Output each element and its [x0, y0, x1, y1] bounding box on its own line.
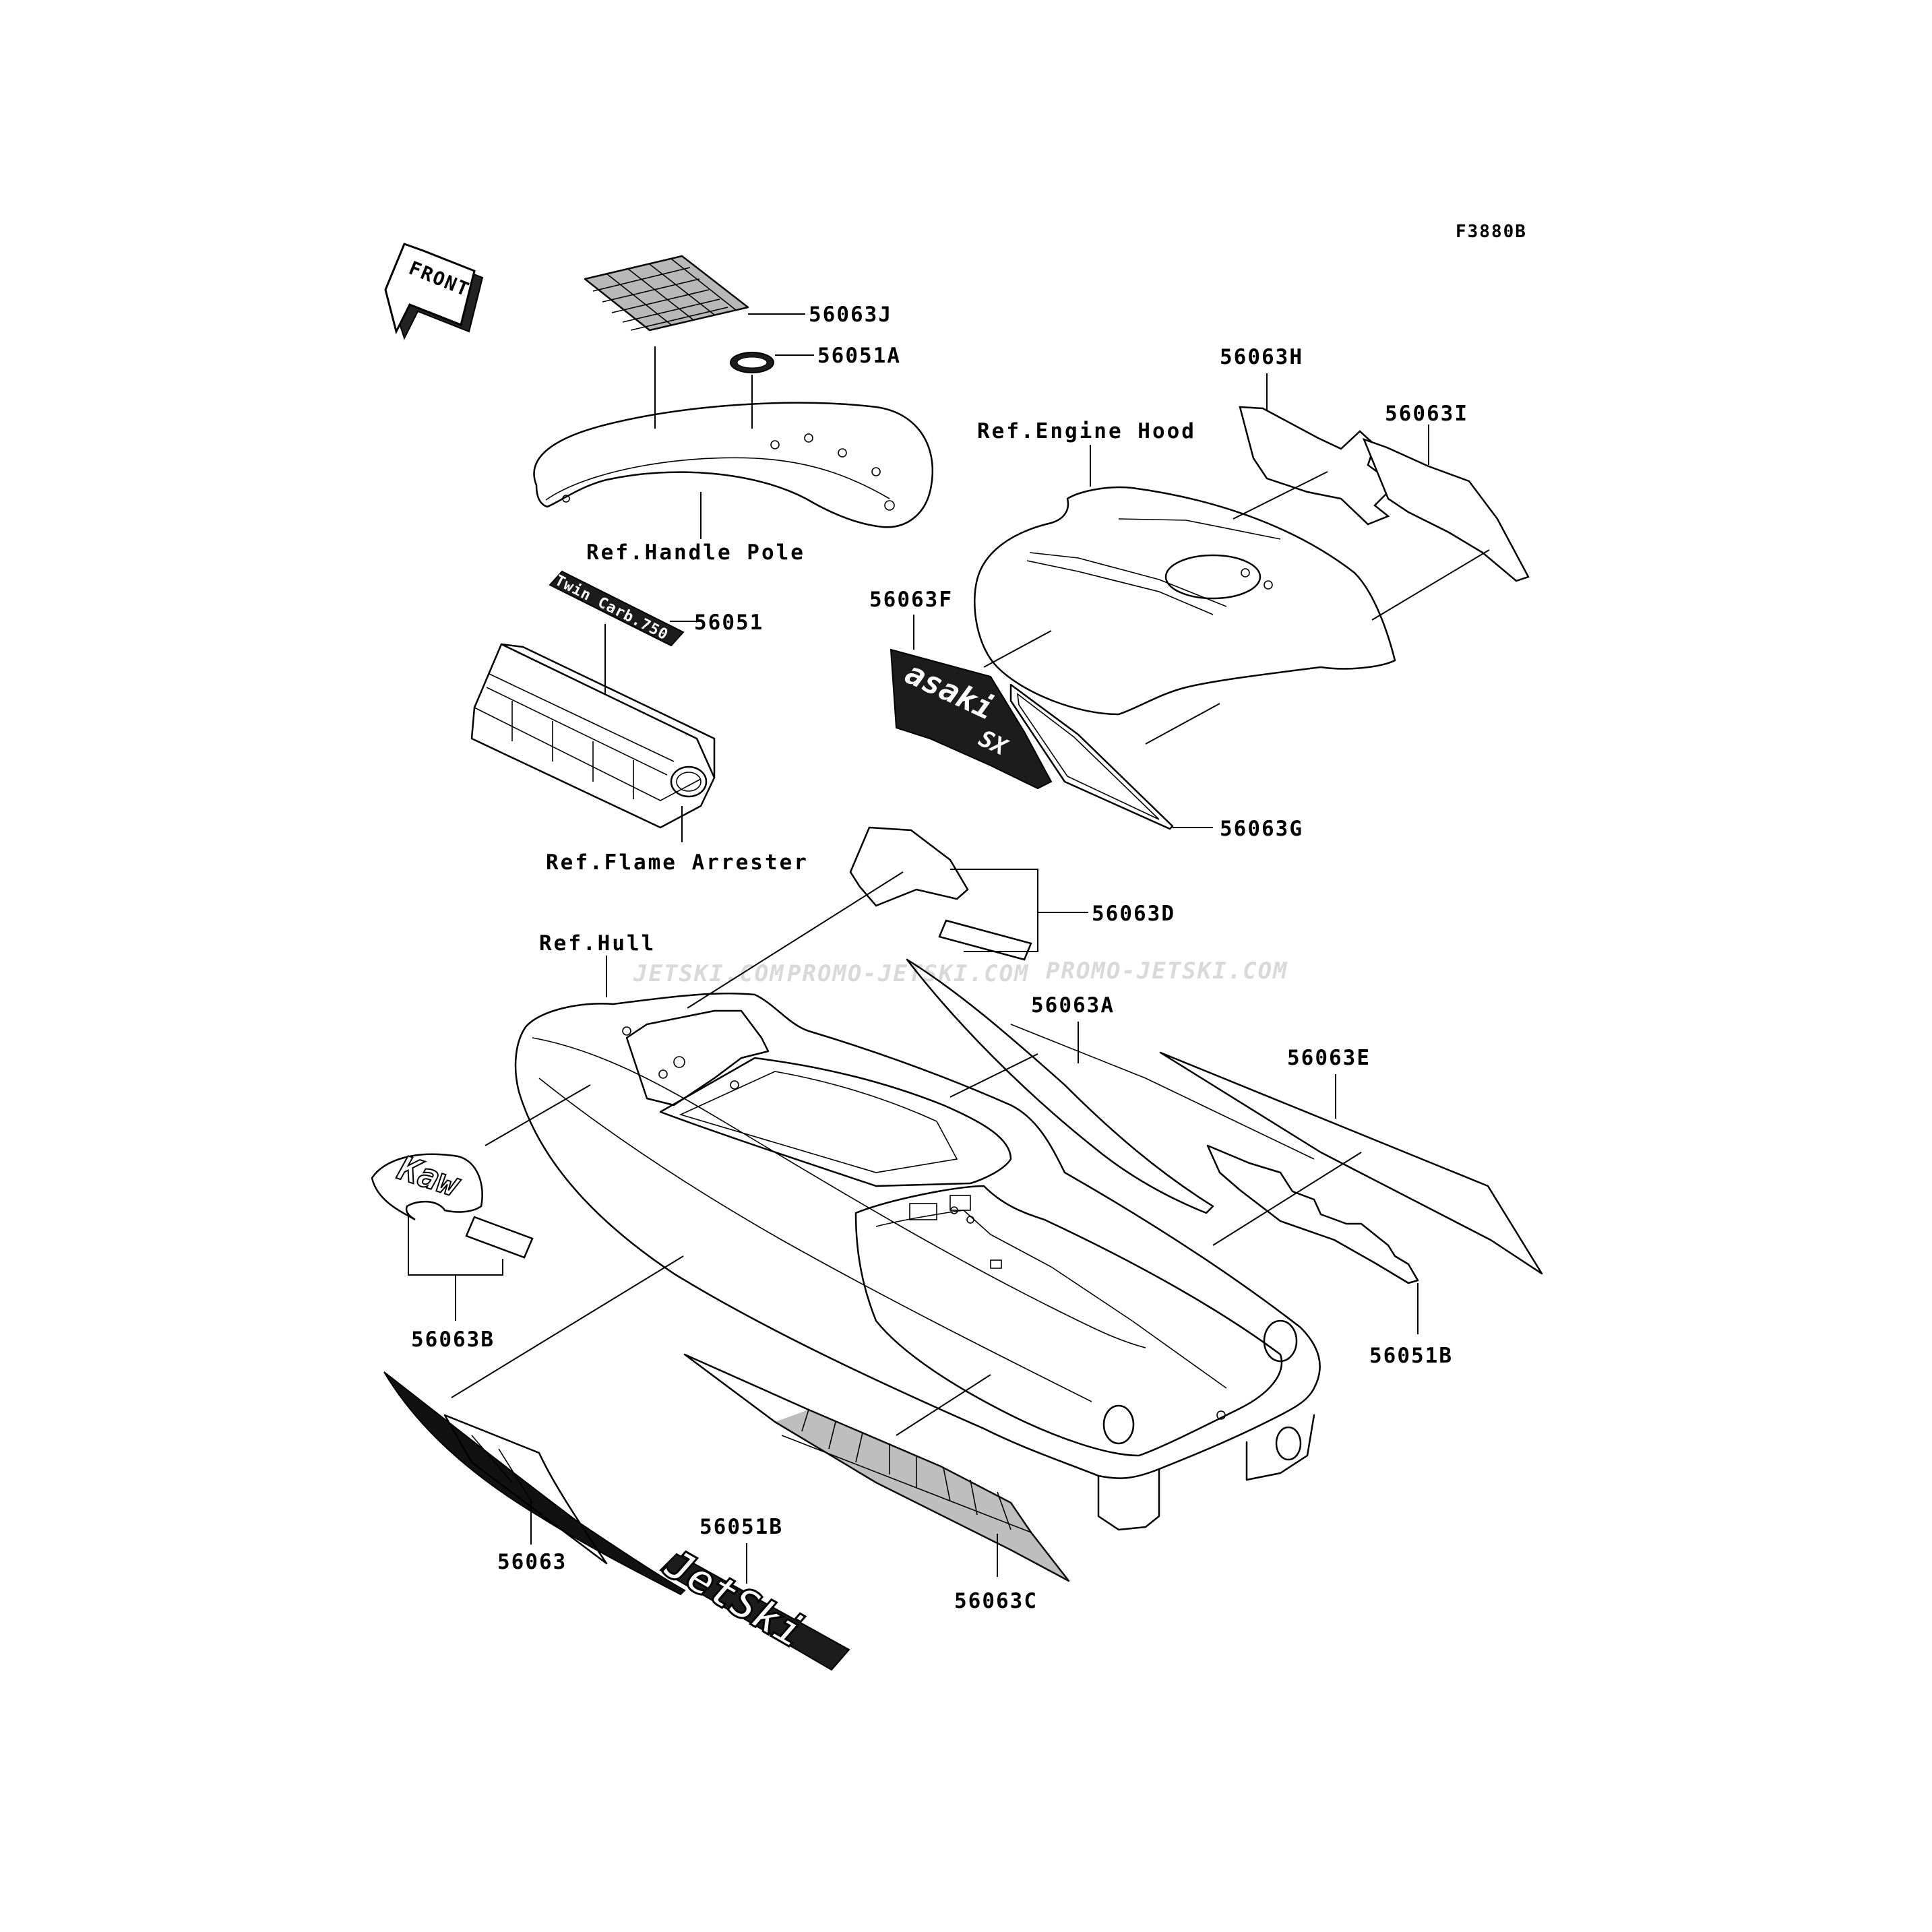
part-56063C[interactable]: 56063C	[954, 1589, 1038, 1613]
ref-handle-pole: Ref.Handle Pole	[586, 540, 805, 565]
decal-56063G	[1009, 683, 1174, 830]
front-direction-arrow-icon: FRONT	[384, 243, 484, 340]
ref-engine-hood: Ref.Engine Hood	[977, 419, 1196, 443]
engine-hood	[974, 486, 1396, 716]
decal-56051: Twin Carb.750	[549, 570, 685, 647]
decal-56063A	[906, 958, 1214, 1214]
watermark-text-3: PROMO-JETSKI.COM	[1046, 958, 1288, 985]
part-56063F[interactable]: 56063F	[869, 588, 953, 612]
decal-56063D	[849, 826, 1032, 961]
hull	[514, 992, 1321, 1531]
ref-hull: Ref.Hull	[539, 931, 656, 956]
decal-56063E	[1159, 1051, 1543, 1275]
part-56051B-bottom[interactable]: 56051B	[699, 1515, 783, 1539]
decal-56063	[383, 1371, 686, 1596]
part-56063J[interactable]: 56063J	[809, 303, 892, 327]
part-56063B[interactable]: 56063B	[411, 1328, 495, 1352]
decal-56063H	[1239, 406, 1396, 526]
part-56063H[interactable]: 56063H	[1220, 345, 1303, 369]
decal-56063J	[584, 255, 749, 332]
flame-arrester	[470, 643, 716, 829]
watermark-text-1: JETSKI.COM	[633, 960, 785, 987]
part-56063G[interactable]: 56063G	[1220, 817, 1303, 841]
decal-jetski-text: JetSki	[656, 1538, 812, 1657]
decal-56063B: Kaw	[371, 1148, 534, 1259]
part-56063E[interactable]: 56063E	[1287, 1046, 1371, 1070]
decal-56051B-bottom: JetSki	[655, 1538, 850, 1671]
decal-56063I	[1362, 437, 1530, 582]
decal-56051B-right	[1206, 1144, 1419, 1284]
part-56063I[interactable]: 56063I	[1385, 402, 1468, 426]
handle-pole	[533, 402, 934, 528]
part-56063[interactable]: 56063	[497, 1550, 567, 1574]
part-56063A[interactable]: 56063A	[1031, 993, 1115, 1018]
part-56051[interactable]: 56051	[694, 611, 764, 635]
part-56051A[interactable]: 56051A	[817, 344, 901, 368]
decal-56063C	[683, 1353, 1070, 1582]
part-56051B-right[interactable]: 56051B	[1369, 1344, 1453, 1368]
diagram-code: F3880B	[1456, 222, 1527, 242]
watermark-text-2: PROMO-JETSKI.COM	[787, 960, 1030, 987]
ref-flame-arrester: Ref.Flame Arrester	[546, 850, 809, 875]
decal-56063F: asaki SX	[890, 648, 1053, 790]
part-56063D[interactable]: 56063D	[1092, 902, 1175, 926]
decal-twin-carb-text: Twin Carb.750	[552, 572, 671, 644]
badge-56051A	[730, 352, 774, 373]
watermark: JETSKI.COM PROMO-JETSKI.COM PROMO-JETSKI…	[633, 958, 1288, 987]
